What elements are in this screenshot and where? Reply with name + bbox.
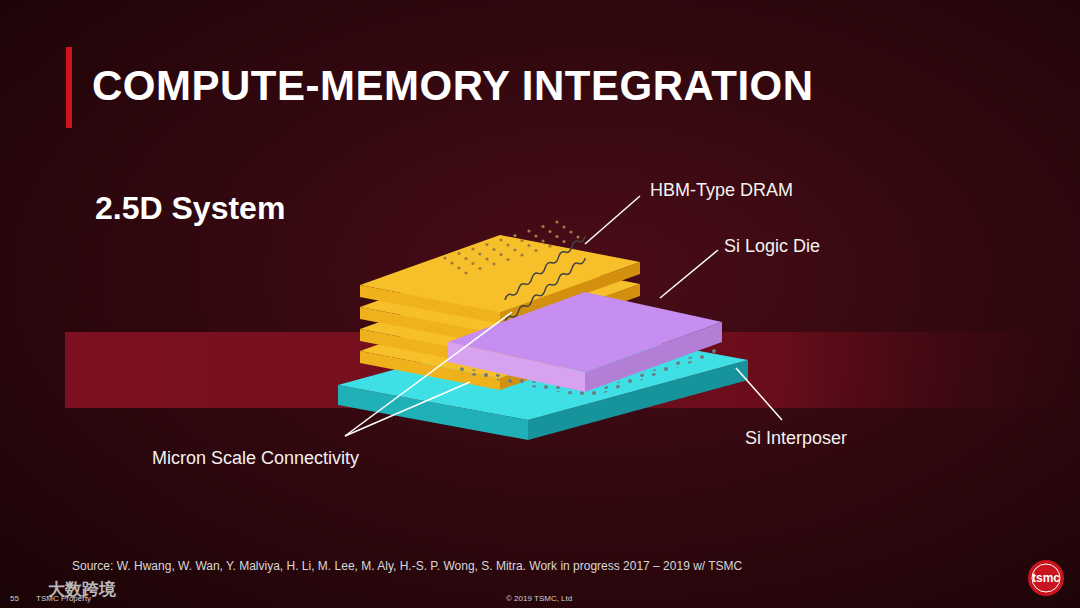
slide-title: COMPUTE-MEMORY INTEGRATION bbox=[92, 62, 814, 110]
tsv-dot bbox=[513, 234, 516, 237]
tsv-dot bbox=[499, 253, 502, 256]
tsv-dot bbox=[499, 238, 502, 241]
tsv-dot bbox=[555, 235, 558, 238]
tsv-dot bbox=[492, 262, 495, 265]
tsv-dot bbox=[527, 244, 530, 247]
subtitle: 2.5D System bbox=[95, 190, 285, 227]
tsv-dot bbox=[555, 220, 558, 223]
callout-label: HBM-Type DRAM bbox=[650, 180, 793, 201]
callout-label: Si Logic Die bbox=[724, 236, 820, 257]
tsv-dot bbox=[513, 248, 516, 251]
tsv-dot bbox=[485, 243, 488, 246]
logic-die bbox=[448, 292, 722, 392]
tsv-dot bbox=[562, 225, 565, 228]
tsv-dot bbox=[541, 239, 544, 242]
tsv-dot bbox=[450, 261, 453, 264]
tsv-dot bbox=[548, 244, 551, 247]
logo-text: tsmc bbox=[1032, 571, 1060, 585]
tsv-dot bbox=[464, 271, 467, 274]
callout-label: Si Interposer bbox=[745, 428, 847, 449]
title-bar bbox=[66, 47, 72, 128]
tsv-dot bbox=[576, 235, 579, 238]
tsv-dot bbox=[485, 257, 488, 260]
watermark: 大数跨境 bbox=[48, 578, 116, 601]
tsv-dot bbox=[520, 239, 523, 242]
tsv-dot bbox=[471, 262, 474, 265]
copyright: © 2019 TSMC, Ltd bbox=[506, 594, 572, 603]
leader-lines bbox=[345, 196, 782, 436]
tsv-dot bbox=[534, 249, 537, 252]
tsv-dot bbox=[562, 240, 565, 243]
tsv-dot bbox=[478, 252, 481, 255]
tsv-dot bbox=[548, 230, 551, 233]
page-number: 55 bbox=[10, 594, 19, 603]
tsv-dot bbox=[443, 256, 446, 259]
tsv-dot bbox=[569, 230, 572, 233]
tsv-dot bbox=[471, 247, 474, 250]
source-note: Source: W. Hwang, W. Wan, Y. Malviya, H.… bbox=[72, 559, 742, 573]
tsv-dot bbox=[506, 258, 509, 261]
tsv-dot bbox=[534, 234, 537, 237]
logo-ring bbox=[1032, 564, 1060, 592]
logo-circle bbox=[1028, 560, 1064, 596]
tsv-dot bbox=[520, 253, 523, 256]
tsv-dot bbox=[457, 266, 460, 269]
tsv-dot bbox=[541, 225, 544, 228]
tsv-dot bbox=[527, 229, 530, 232]
tsv-dot bbox=[492, 248, 495, 251]
tsv-dot bbox=[457, 252, 460, 255]
tsv-dot bbox=[464, 257, 467, 260]
tsv-dot bbox=[506, 243, 509, 246]
callout-label: Micron Scale Connectivity bbox=[152, 448, 359, 469]
tsv-dot bbox=[478, 267, 481, 270]
